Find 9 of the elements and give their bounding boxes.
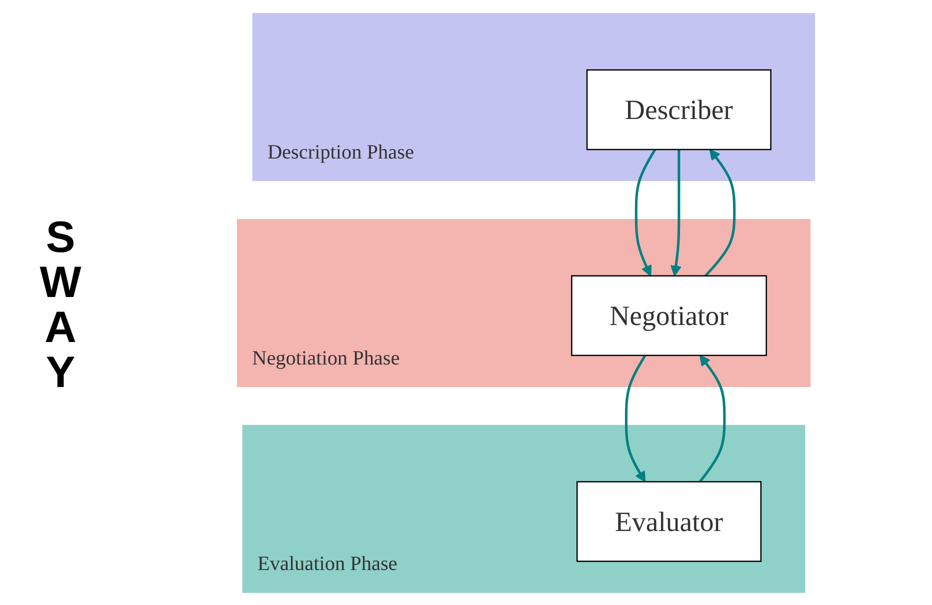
arrow <box>704 148 736 276</box>
node-box: Describer <box>586 68 772 150</box>
arrow <box>624 354 646 482</box>
node-box: Negotiator <box>571 274 767 356</box>
arrow <box>670 149 682 276</box>
arrow <box>698 354 726 482</box>
arrow <box>634 148 656 276</box>
vertical-title: SWAY <box>35 212 85 392</box>
node-box: Evaluator <box>576 480 762 562</box>
